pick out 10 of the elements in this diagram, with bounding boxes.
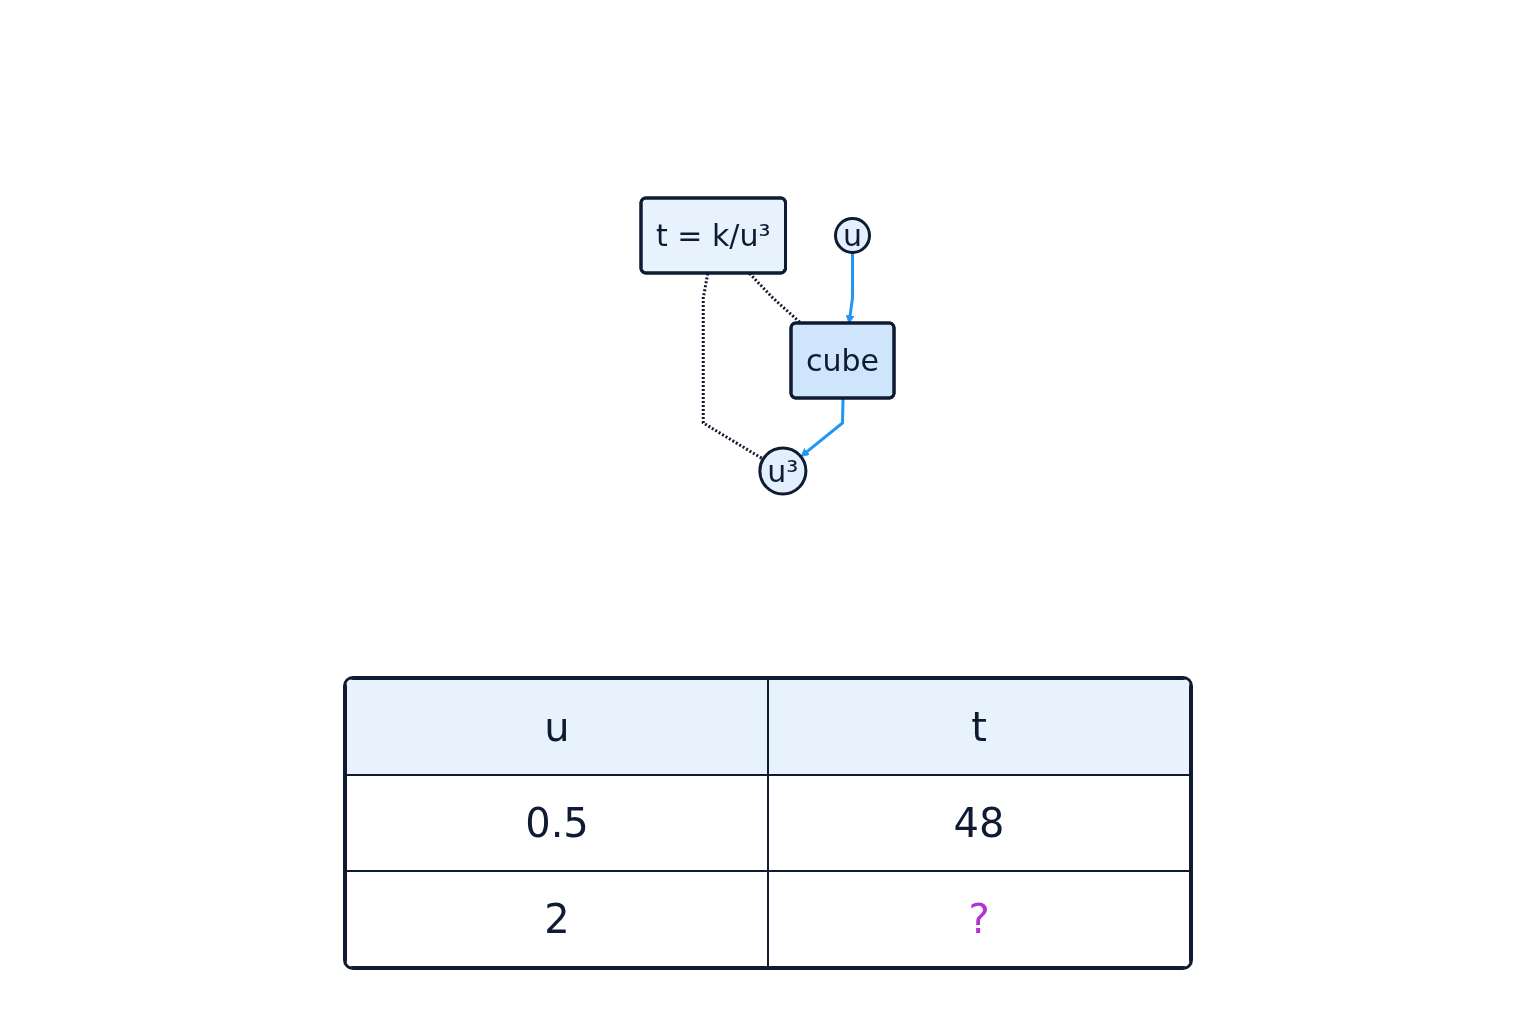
node-circle: u³: [758, 446, 808, 496]
column-header: t: [768, 679, 1190, 775]
table-cell: 2: [346, 871, 768, 967]
table-cell: ?: [768, 871, 1190, 967]
table-cell: 0.5: [346, 775, 768, 871]
column-header: u: [346, 679, 768, 775]
table-cell: 48: [768, 775, 1190, 871]
connector: [702, 273, 765, 461]
arrow: [800, 398, 845, 457]
node-circle: u: [834, 216, 872, 254]
